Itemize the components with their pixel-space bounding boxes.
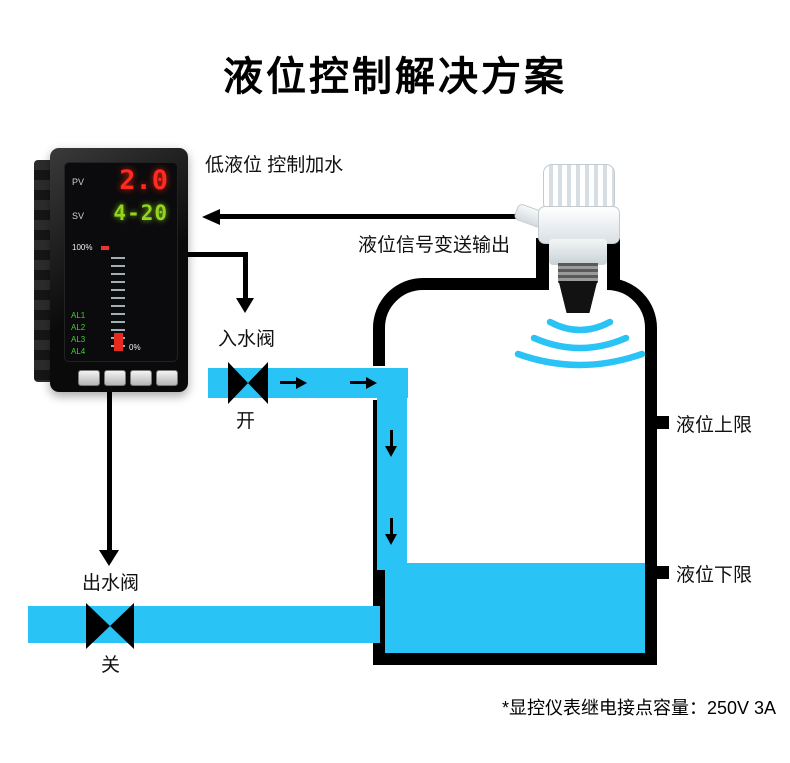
alarm-label-3: AL3	[71, 335, 86, 344]
ultrasonic-sensor-base	[549, 239, 607, 265]
outlet-control-arrow-icon	[99, 550, 119, 566]
pv-value: 2.0	[119, 165, 168, 196]
sensor-thread	[558, 263, 598, 283]
flow-arrow-right-icon	[296, 377, 307, 389]
flow-arrow-shaft	[390, 518, 393, 534]
meter-button-4	[156, 370, 178, 386]
inlet-valve-state: 开	[236, 411, 256, 432]
upper-limit-marker	[655, 416, 669, 429]
inlet-control-line-v	[243, 252, 248, 300]
alarm-label-1: AL1	[71, 311, 86, 320]
inlet-valve-label: 入水阀	[218, 329, 276, 350]
pv-label: PV	[72, 177, 85, 187]
signal-output-caption: 液位信号变送输出	[358, 235, 511, 256]
outlet-valve-icon	[86, 603, 134, 649]
meter-button-2	[104, 370, 126, 386]
ultrasonic-sensor-cap	[543, 164, 615, 212]
water	[385, 563, 645, 653]
sensor-mount-bracket-right	[607, 238, 620, 280]
lower-limit-label: 液位下限	[676, 565, 753, 586]
outlet-valve-label: 出水阀	[82, 573, 140, 594]
outlet-valve-state: 关	[101, 655, 121, 676]
bargraph-fill	[114, 333, 123, 351]
page-title: 液位控制解决方案	[223, 55, 567, 99]
outlet-control-line	[107, 392, 112, 550]
upper-limit-label: 液位上限	[676, 415, 753, 436]
flow-arrow-down-icon	[385, 534, 397, 545]
low-level-caption: 低液位 控制加水	[205, 155, 344, 176]
flow-arrow-shaft	[280, 381, 296, 384]
sv-label: SV	[72, 211, 85, 221]
signal-arrow-head-icon	[202, 209, 220, 225]
sonic-waves-icon	[514, 318, 646, 369]
bargraph-ticks	[111, 257, 125, 351]
signal-arrow-shaft	[220, 214, 532, 219]
alarm-label-2: AL2	[71, 323, 86, 332]
scale-bottom-label: 0%	[129, 343, 141, 352]
level-controller-meter: PV 2.0 SV 4-20 100% 0% AL1 AL2 AL3 AL4	[50, 148, 188, 392]
footer-note: *显控仪表继电接点容量：250V 3A	[501, 698, 776, 718]
meter-button-3	[130, 370, 152, 386]
scale-marker	[101, 246, 109, 250]
meter-button-1	[78, 370, 100, 386]
inlet-control-arrow-icon	[236, 298, 254, 313]
scale-top-label: 100%	[72, 243, 93, 252]
meter-display: PV 2.0 SV 4-20 100% 0% AL1 AL2 AL3 AL4	[64, 162, 178, 362]
flow-arrow-right-icon	[366, 377, 377, 389]
flow-arrow-down-icon	[385, 446, 397, 457]
flow-arrow-shaft	[390, 430, 393, 446]
inlet-control-line-h	[188, 252, 248, 257]
sensor-mount-bracket-left	[536, 238, 549, 280]
outlet-pipe	[28, 606, 380, 643]
alarm-label-4: AL4	[71, 347, 86, 356]
inlet-valve-icon	[228, 362, 268, 404]
flow-arrow-shaft	[350, 381, 366, 384]
sv-value: 4-20	[113, 201, 168, 225]
lower-limit-marker	[655, 566, 669, 579]
